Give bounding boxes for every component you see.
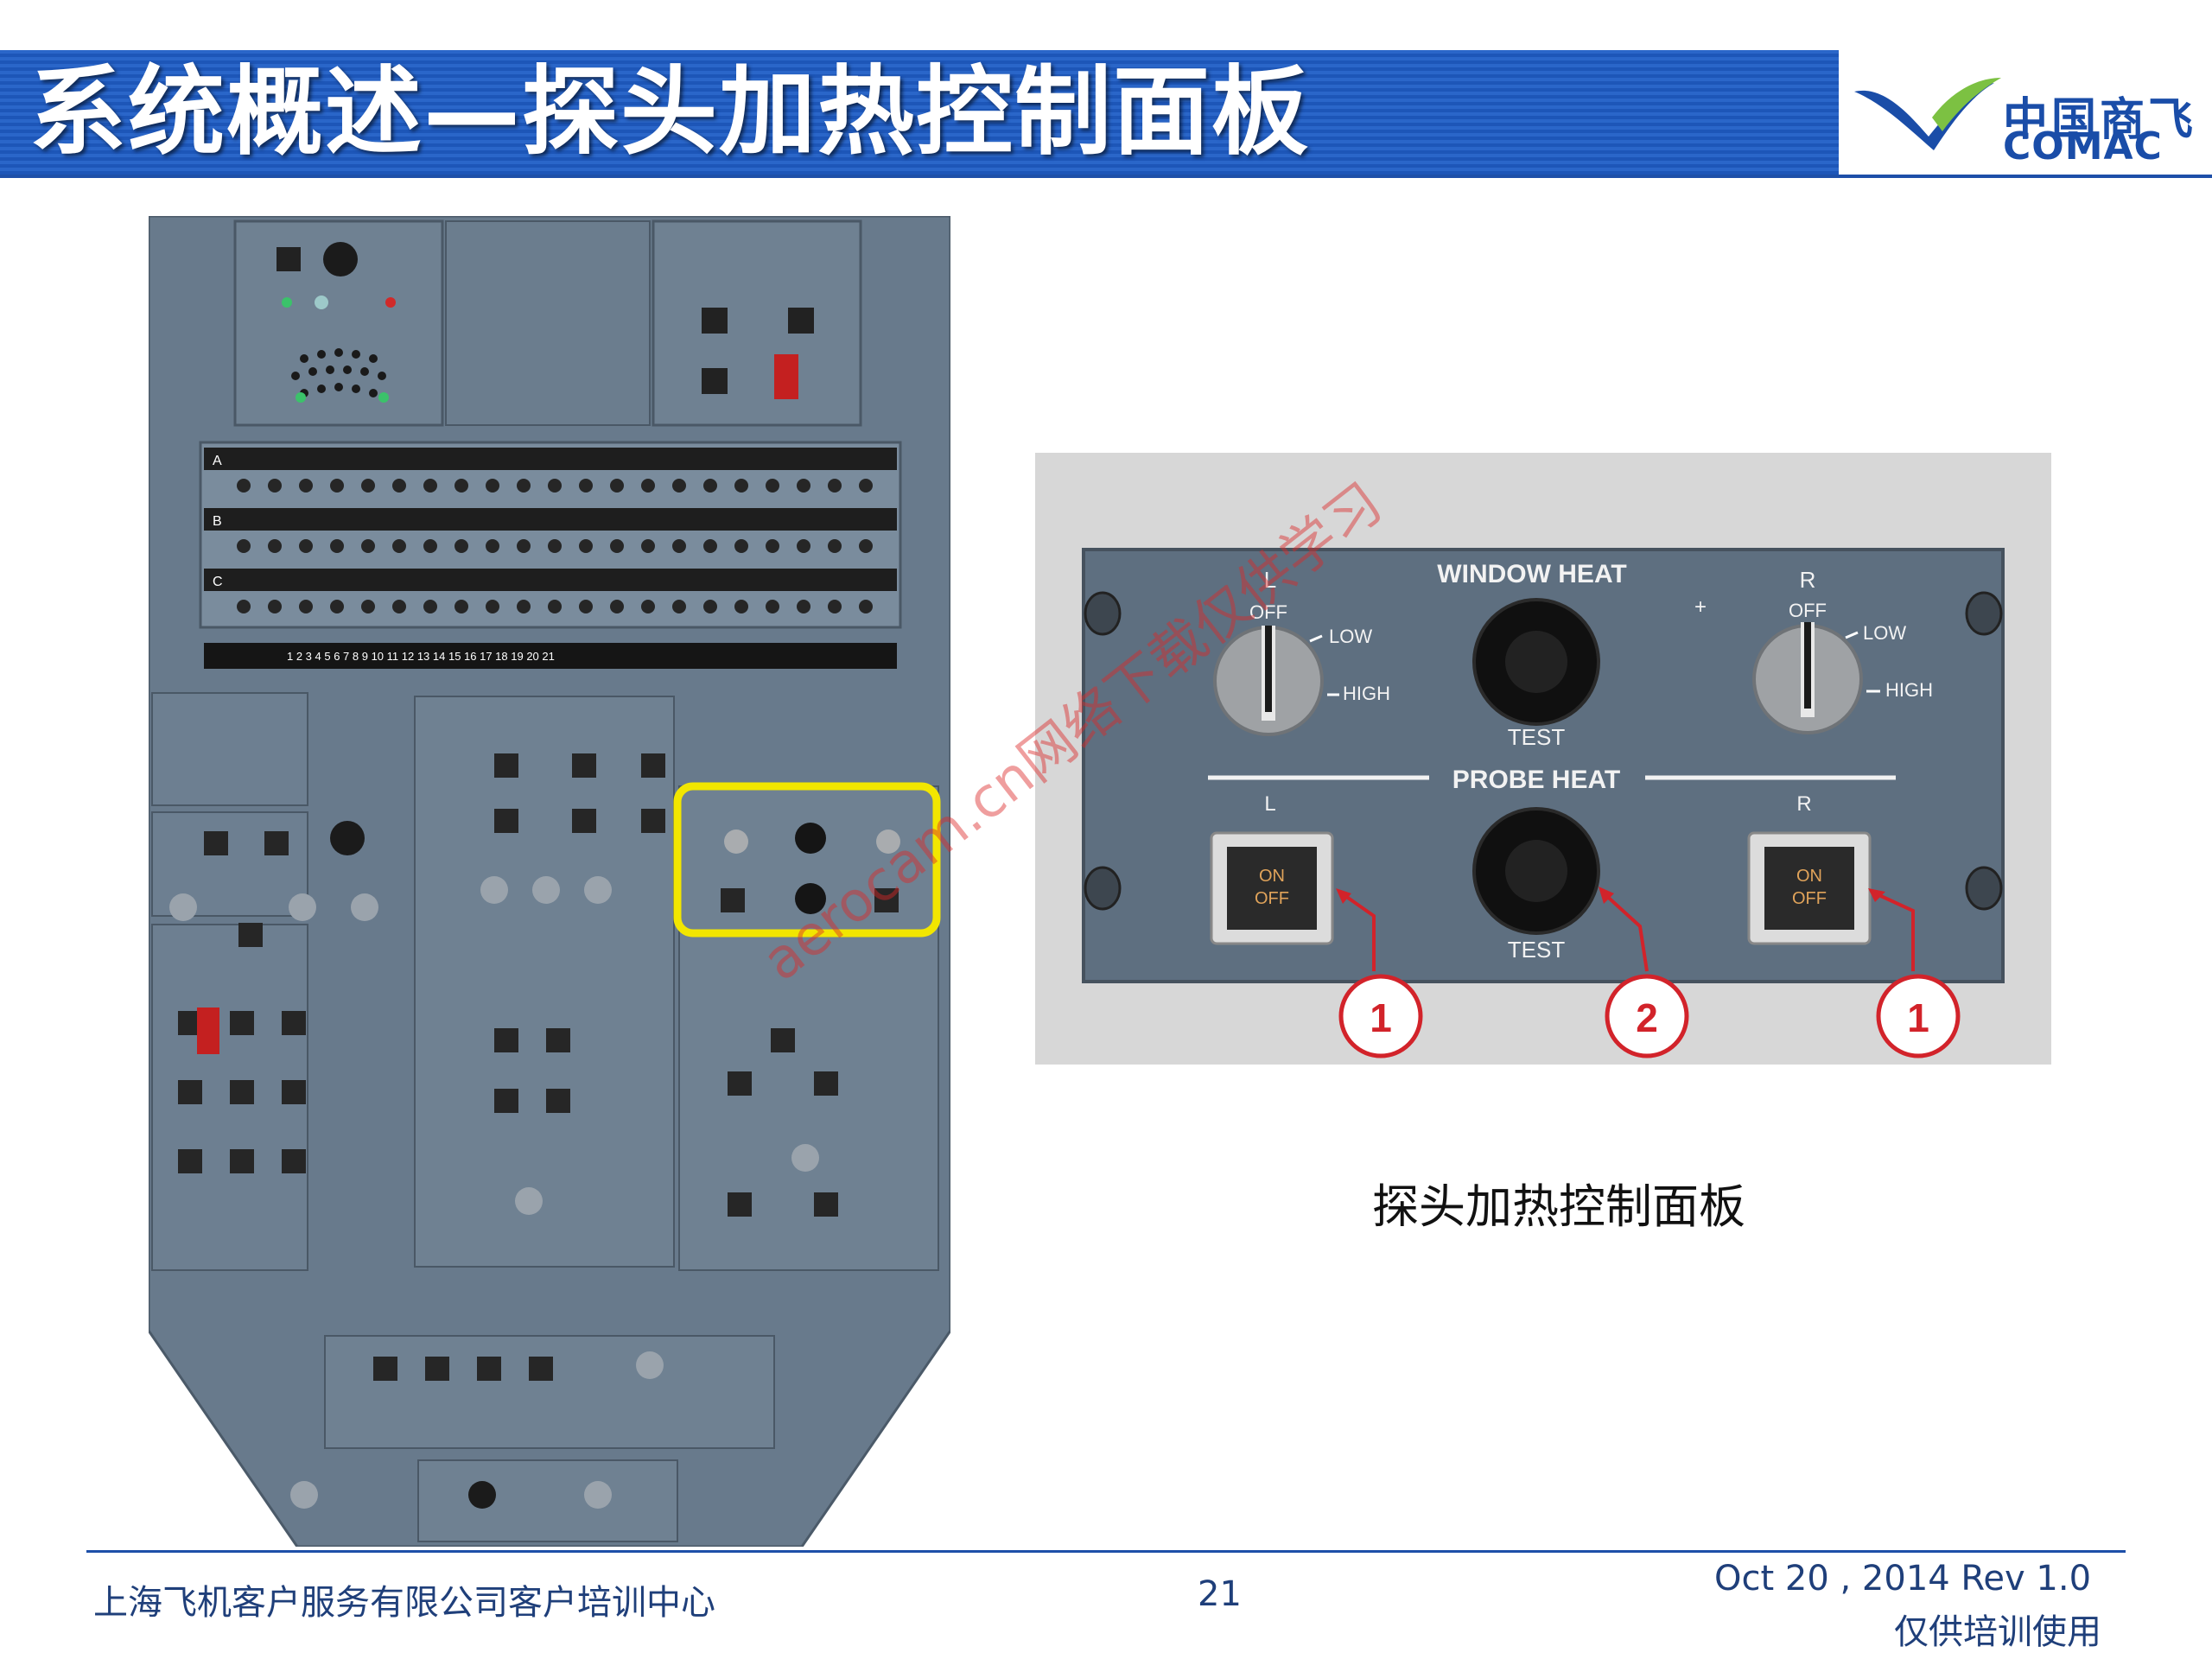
svg-text:B: B: [213, 514, 222, 529]
highlight-box: [673, 782, 941, 938]
svg-text:HIGH: HIGH: [1885, 679, 1933, 701]
svg-text:OFF: OFF: [1792, 889, 1827, 908]
footer-divider: [86, 1550, 2126, 1553]
svg-text:OFF: OFF: [1249, 601, 1287, 623]
probe-heat-detail-image: WINDOW HEAT L R + OFF LOW HIGH OFF LOW H…: [1035, 453, 2051, 1065]
svg-text:TEST: TEST: [1508, 937, 1566, 963]
page-number: 21: [1198, 1574, 1242, 1614]
svg-text:ON: ON: [1259, 867, 1285, 886]
svg-text:LOW: LOW: [1329, 626, 1372, 647]
svg-text:+: +: [1694, 595, 1707, 619]
svg-text:LOW: LOW: [1863, 622, 1906, 644]
footer-company: 上海飞机客户服务有限公司客户培训中心: [93, 1583, 715, 1623]
overhead-panel-image: A B C 1 2 3 4 5 6 7 8 9 10 11 12 13 14 1…: [149, 216, 950, 1547]
figure-caption: 探头加热控制面板: [1372, 1179, 1745, 1234]
svg-text:HIGH: HIGH: [1343, 683, 1390, 704]
svg-text:A: A: [213, 454, 222, 468]
svg-text:1: 1: [1370, 995, 1392, 1040]
svg-text:ON: ON: [1796, 867, 1822, 886]
window-heat-title: WINDOW HEAT: [1437, 560, 1626, 588]
breaker-rows: A B C: [204, 448, 897, 613]
comac-logo-icon: [1854, 78, 2001, 150]
svg-text:OFF: OFF: [1255, 889, 1289, 908]
svg-text:L: L: [1264, 792, 1275, 816]
svg-text:2: 2: [1636, 995, 1658, 1040]
page-title: 系统概述—探头加热控制面板: [29, 56, 1310, 168]
logo-english-name: COMAC: [2003, 124, 2163, 168]
svg-text:1: 1: [1907, 995, 1929, 1040]
footer-training-note: 仅供培训使用: [1894, 1612, 2101, 1652]
title-divider: [0, 175, 2212, 178]
svg-text:R: R: [1800, 567, 1816, 593]
footer-date-revision: Oct 20 , 2014 Rev 1.0: [1714, 1559, 2092, 1599]
svg-text:C: C: [213, 575, 223, 589]
svg-text:TEST: TEST: [1508, 724, 1566, 750]
svg-text:1 2 3 4 5 6 7 8: 1 2 3 4 5 6 7 8 9 10 11 12 13 14 15 16 1…: [287, 650, 555, 663]
svg-text:R: R: [1796, 792, 1811, 816]
svg-text:OFF: OFF: [1789, 600, 1827, 621]
probe-heat-title: PROBE HEAT: [1452, 766, 1620, 794]
logo-chinese-name: 中国商飞: [2003, 94, 2197, 146]
title-bar: [0, 50, 1839, 175]
svg-text:L: L: [1264, 567, 1276, 593]
